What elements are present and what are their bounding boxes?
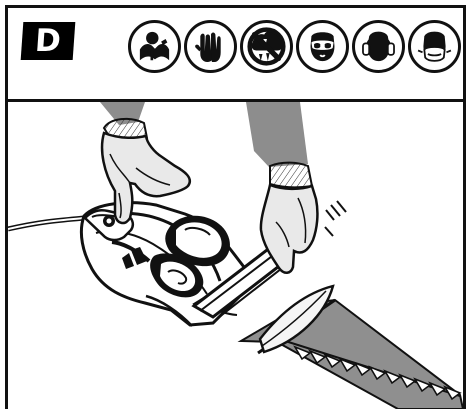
trimmer-illustration xyxy=(8,102,463,409)
no-rain-icon xyxy=(240,20,293,73)
read-manual-icon xyxy=(128,20,181,73)
safety-icons-row xyxy=(128,20,458,92)
ear-protection-icon xyxy=(352,20,405,73)
eye-protection-icon xyxy=(296,20,349,73)
instruction-panel: D xyxy=(5,5,466,409)
step-letter-badge: D xyxy=(21,22,76,60)
instruction-header: D xyxy=(8,8,463,102)
gloves-icon xyxy=(184,20,237,73)
dust-mask-icon xyxy=(408,20,461,73)
